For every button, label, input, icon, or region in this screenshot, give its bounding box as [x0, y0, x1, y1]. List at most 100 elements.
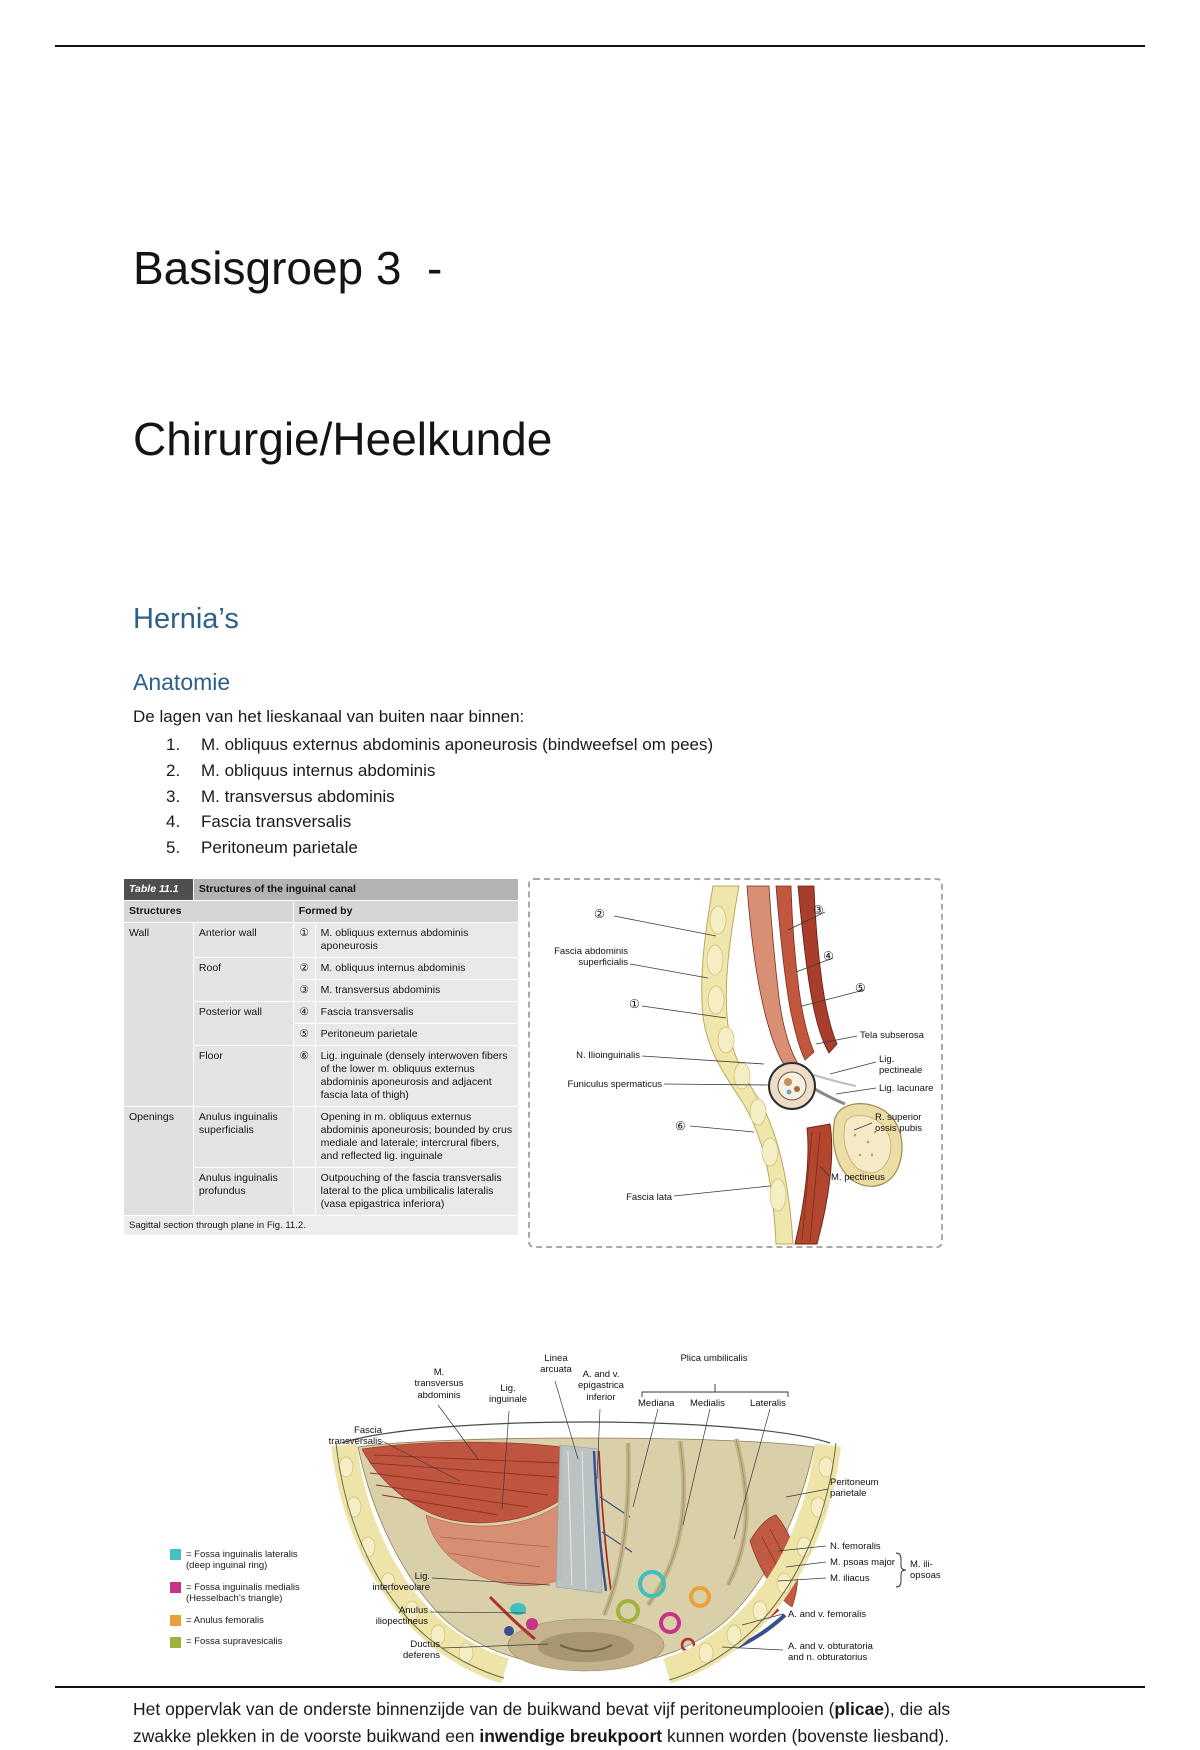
- label-a-v-obturatoria: A. and v. obturatoria and n. obturatoriu…: [788, 1640, 873, 1664]
- label-lig-pectineale: Lig. pectineale: [879, 1053, 923, 1077]
- figure-abdominal-wall-interior: M. transversus abdominis Lig. inguinale …: [130, 1347, 970, 1687]
- label-n-ilioinguinalis: N. Ilioinguinalis: [576, 1049, 640, 1061]
- list-item-number: 5.: [166, 838, 181, 858]
- page-content: Basisgroep 3 - Chirurgie/Heelkunde Herni…: [123, 126, 1077, 1750]
- table-sub-cell: Roof: [192, 956, 294, 1002]
- closing-bold-plicae: plicae: [834, 1698, 885, 1719]
- table-num-cell: ②: [292, 956, 316, 980]
- marker-2: ②: [594, 906, 605, 921]
- list-item: 3. M. transversus abdominis: [133, 784, 1077, 810]
- table-sub-cell: Anulus inguinalis superficialis: [192, 1105, 294, 1168]
- legend-label: = Anulus femoralis: [186, 1614, 264, 1626]
- list-item-text: Peritoneum parietale: [201, 838, 358, 858]
- page-bottom-rule: [55, 1686, 1145, 1688]
- legend-item: = Fossa supravesicalis: [170, 1636, 320, 1648]
- list-item: 5. Peritoneum parietale: [133, 835, 1077, 861]
- subtitle-hernias: Hernia’s: [133, 603, 239, 635]
- intro-text: De lagen van het lieskanaal van buiten n…: [133, 707, 525, 726]
- table-formedby-cell: Opening in m. obliquus externus abdomini…: [314, 1105, 520, 1168]
- label-anulus-iliopectineus: Anulus iliopectineus: [375, 1604, 428, 1628]
- table-num-cell: ①: [292, 921, 316, 958]
- label-plica-umbilicalis: Plica umbilicalis: [680, 1352, 748, 1364]
- figure-sagittal-inguinal-canal: ② ③ ④ ⑤ ① ⑥ Fascia abdominis superficial…: [528, 877, 943, 1248]
- label-funiculus-spermaticus: Funiculus spermaticus: [567, 1078, 662, 1090]
- label-a-v-epigastrica-inferior: A. and v. epigastrica inferior: [578, 1368, 624, 1403]
- table-col-formed-by: Formed by: [292, 899, 520, 923]
- list-item-text: Fascia transversalis: [201, 812, 352, 832]
- fossa-supravesicalis-swatch: [170, 1636, 181, 1648]
- fossa-inguinalis-lateralis-swatch: [170, 1549, 181, 1561]
- legend-label: = Fossa inguinalis medialis (Hesselbach’…: [186, 1581, 300, 1605]
- document-title: Basisgroep 3 - Chirurgie/Heelkunde: [133, 126, 1077, 582]
- list-item-number: 3.: [166, 786, 181, 806]
- label-n-femoralis: N. femoralis: [830, 1540, 881, 1552]
- label-m-psoas-major: M. psoas major: [830, 1556, 895, 1568]
- marker-5: ⑤: [855, 980, 866, 995]
- label-m-pectineus: M. pectineus: [831, 1171, 885, 1183]
- table-num-cell: ③: [292, 978, 316, 1002]
- table-title: Structures of the inguinal canal: [192, 877, 520, 901]
- table-row: Wall Anterior wall ① M. obliquus externu…: [123, 921, 520, 1107]
- label-plica-lateralis: Lateralis: [750, 1397, 786, 1409]
- table-sub-cell: Anulus inguinalis profundus: [192, 1166, 294, 1216]
- label-fascia-abdominis-superficialis: Fascia abdominis superficialis: [554, 945, 628, 969]
- list-item-text: M. obliquus externus abdominis aponeuros…: [201, 735, 714, 754]
- list-item: 1. M. obliquus externus abdominis aponeu…: [133, 732, 1077, 758]
- closing-bold-breukpoort: inwendige breukpoort: [479, 1725, 663, 1746]
- list-item-text: M. obliquus internus abdominis: [201, 760, 436, 780]
- table-sub-cell: Posterior wall: [192, 1000, 294, 1046]
- table-formedby-cell: M. transversus abdominis: [314, 978, 520, 1002]
- fossa-legend: = Fossa inguinalis lateralis (deep ingui…: [170, 1549, 320, 1658]
- label-fascia-lata: Fascia lata: [626, 1191, 672, 1203]
- document-title-line2: Chirurgie/Heelkunde: [133, 413, 553, 465]
- table-group-cell: Openings: [123, 1105, 194, 1216]
- label-ductus-deferens: Ductus deferens: [403, 1638, 440, 1662]
- marker-4: ④: [823, 948, 834, 963]
- table-row: Floor ⑥ Lig. inguinale (densely interwov…: [124, 1044, 520, 1107]
- marker-3: ③: [813, 902, 824, 917]
- table-footnote-row: Sagittal section through plane in Fig. 1…: [123, 1214, 519, 1236]
- document-title-line1: Basisgroep 3 -: [133, 242, 443, 294]
- table-formedby-cell: Outpouching of the fascia transversalis …: [314, 1166, 520, 1216]
- label-lig-inguinale: Lig. inguinale: [488, 1382, 528, 1406]
- table-num-cell: ④: [292, 1000, 316, 1024]
- label-plica-medialis: Medialis: [690, 1397, 725, 1409]
- label-lig-interfoveolare: Lig. interfoveolare: [372, 1570, 430, 1594]
- inguinal-canal-table: Table 11.1 Structures of the inguinal ca…: [123, 877, 520, 1236]
- section-heading-anatomie: Anatomie: [133, 669, 231, 695]
- table-group-cell: Wall: [123, 921, 194, 1107]
- table-formedby-cell: Peritoneum parietale: [314, 1022, 520, 1046]
- table-row: Roof ② M. obliquus internus abdominis: [124, 956, 520, 1002]
- table-col-structures: Structures: [123, 899, 294, 923]
- label-plica-mediana: Mediana: [638, 1397, 675, 1409]
- table-row: Openings Anulus inguinalis superficialis…: [123, 1105, 520, 1216]
- legend-item: = Fossa inguinalis lateralis (deep ingui…: [170, 1549, 320, 1572]
- legend-label: = Fossa inguinalis lateralis (deep ingui…: [186, 1548, 298, 1572]
- label-lig-lacunare: Lig. lacunare: [879, 1082, 934, 1094]
- table-formedby-cell: M. obliquus externus abdominis aponeuros…: [314, 921, 520, 958]
- label-peritoneum-parietale: Peritoneum parietale: [830, 1476, 879, 1500]
- sagittal-section-illustration: [613, 885, 903, 1245]
- list-item: 2. M. obliquus internus abdominis: [133, 758, 1077, 784]
- table-row: ⑤ Peritoneum parietale: [124, 1022, 520, 1046]
- marker-1: ①: [629, 996, 640, 1011]
- label-r-superior-ossis-pubis: R. superior ossis pubis: [875, 1111, 922, 1135]
- label-m-iliacus: M. iliacus: [830, 1572, 870, 1584]
- table-footnote: Sagittal section through plane in Fig. 1…: [123, 1214, 519, 1236]
- figure-row: Table 11.1 Structures of the inguinal ca…: [123, 877, 1077, 1248]
- legend-item: = Anulus femoralis: [170, 1615, 320, 1627]
- table-row: Posterior wall ④ Fascia transversalis: [124, 1000, 520, 1046]
- marker-6: ⑥: [675, 1118, 686, 1133]
- legend-item: = Fossa inguinalis medialis (Hesselbach’…: [170, 1582, 320, 1605]
- label-a-v-femoralis: A. and v. femoralis: [788, 1608, 866, 1620]
- closing-part1: Het oppervlak van de onderste binnenzijd…: [133, 1698, 835, 1719]
- table-formedby-cell: Lig. inguinale (densely interwoven fiber…: [314, 1044, 520, 1107]
- anulus-femoralis-swatch: [170, 1615, 181, 1627]
- table-num-cell: [292, 1105, 316, 1168]
- fossa-inguinalis-medialis-swatch: [170, 1582, 181, 1594]
- closing-paragraph: Het oppervlak van de onderste binnenzijd…: [133, 1696, 981, 1750]
- page-top-rule: [55, 45, 1145, 47]
- closing-part3: kunnen worden (bovenste liesband).: [662, 1725, 950, 1746]
- label-m-transversus-abdominis: M. transversus abdominis: [414, 1366, 464, 1401]
- legend-label: = Fossa supravesicalis: [186, 1636, 283, 1648]
